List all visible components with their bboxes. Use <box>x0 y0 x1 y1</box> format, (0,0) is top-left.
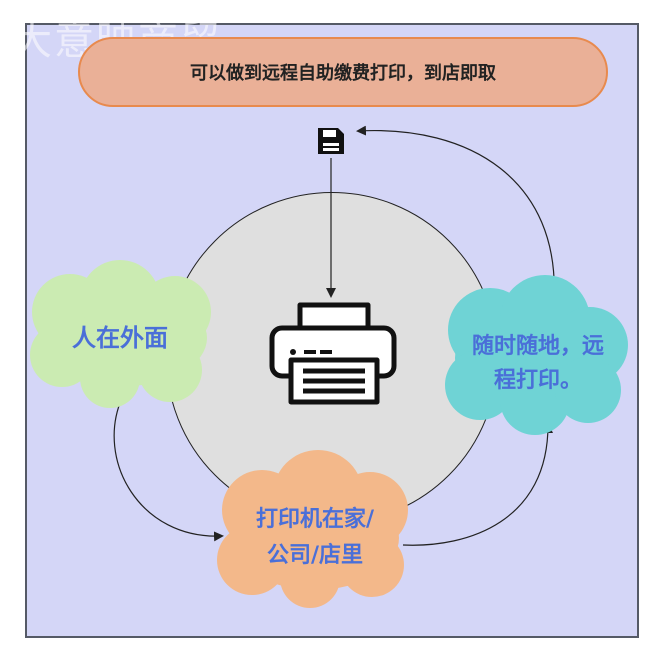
node-anytime-label: 随时随地，远 程打印。 <box>448 330 628 398</box>
cloud-outside <box>30 260 211 408</box>
banner-text: 可以做到远程自助缴费打印，到店即取 <box>190 63 496 84</box>
node-printer-location-label: 打印机在家/ 公司/店里 <box>230 502 400 574</box>
arrow-outside-to-printer-location <box>113 397 224 542</box>
node-outside-text: 人在外面 <box>72 324 168 352</box>
node-outside-label: 人在外面 <box>40 318 200 353</box>
printer-icon <box>269 302 397 405</box>
arrow-printer-location-to-anytime <box>402 423 553 546</box>
node-printer-location-line2: 公司/店里 <box>266 543 364 568</box>
node-printer-location-line1: 打印机在家/ <box>255 507 375 532</box>
cloud-printer-location <box>217 450 408 608</box>
node-anytime-line2: 程打印。 <box>493 368 582 393</box>
save-icon <box>318 128 344 154</box>
banner: 可以做到远程自助缴费打印，到店即取 <box>78 37 608 107</box>
arrow-anytime-to-save <box>356 125 555 301</box>
cloud-anytime <box>445 275 628 435</box>
node-anytime-line1: 随时随地，远 <box>471 334 604 359</box>
